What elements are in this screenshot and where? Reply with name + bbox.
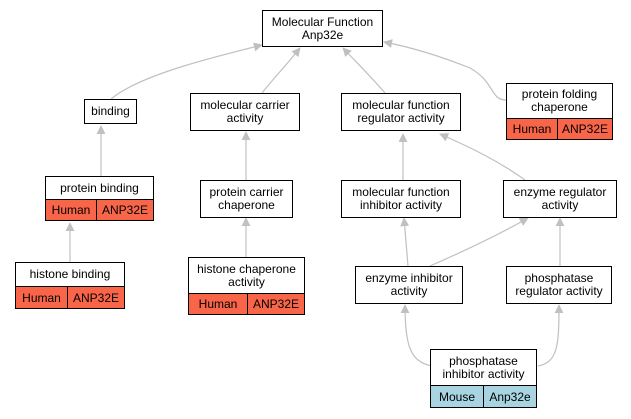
node-protein-binding[interactable]: protein binding	[45, 176, 154, 200]
node-molecular-function-regulator-activity[interactable]: molecular function regulator activity	[341, 93, 461, 131]
species-label: Human	[22, 290, 61, 305]
node-binding[interactable]: binding	[84, 99, 137, 124]
node-molecular-carrier-activity-label: molecular carrier activity	[200, 98, 290, 125]
edge-enzyme-inhibitor-to-mf-inhibitor	[400, 217, 410, 267]
species-label: Mouse	[438, 389, 476, 404]
edge-phosphatase-inhibitor-to-enzyme-inhibitor	[400, 304, 433, 367]
species-label: Human	[198, 297, 238, 311]
annotation-histone-chaperone-activity: Human ANP32E	[188, 293, 305, 315]
edge-carrier-to-root	[261, 47, 301, 94]
node-protein-carrier-chaperone[interactable]: protein carrier chaperone	[200, 180, 293, 218]
gene-label: ANP32E	[67, 287, 124, 308]
node-phosphatase-inhibitor-activity-label: phosphatase inhibitor activity	[442, 353, 525, 381]
node-molecular-function-inhibitor-activity[interactable]: molecular function inhibitor activity	[341, 180, 461, 218]
node-molecular-carrier-activity[interactable]: molecular carrier activity	[190, 93, 300, 131]
annotation-protein-folding-chaperone: Human ANP32E	[506, 118, 613, 140]
root-node-molecular-function[interactable]: Molecular Function Anp32e	[262, 10, 383, 47]
annotation-protein-binding: Human ANP32E	[45, 199, 154, 221]
edge-enzyme-regulator-to-regulator	[439, 133, 526, 181]
gene-label: Anp32e	[483, 386, 536, 407]
edge-phosphatase-inhibitor-to-phosphatase-regulator	[537, 304, 564, 367]
node-protein-binding-label: protein binding	[60, 180, 139, 195]
node-enzyme-inhibitor-activity-label: enzyme inhibitor activity	[365, 271, 453, 298]
edge-regulator-to-root	[342, 47, 386, 94]
node-protein-folding-chaperone-label: protein folding chaperone	[521, 87, 598, 114]
node-binding-label: binding	[91, 104, 130, 118]
gene-label: ANP32E	[96, 200, 153, 220]
node-phosphatase-regulator-activity-label: phosphatase regulator activity	[515, 271, 603, 298]
edge-folding-to-root	[383, 39, 507, 101]
node-phosphatase-inhibitor-activity[interactable]: phosphatase inhibitor activity	[430, 349, 537, 386]
species-label: Human	[51, 203, 91, 217]
node-enzyme-inhibitor-activity[interactable]: enzyme inhibitor activity	[355, 266, 463, 304]
annotation-phosphatase-inhibitor-activity: Mouse Anp32e	[430, 385, 537, 408]
edge-enzyme-inhibitor-to-enzyme-regulator	[429, 217, 529, 267]
node-histone-binding-label: histone binding	[29, 267, 111, 281]
node-histone-binding[interactable]: histone binding	[15, 262, 125, 287]
node-phosphatase-regulator-activity[interactable]: phosphatase regulator activity	[506, 266, 612, 304]
node-histone-chaperone-activity[interactable]: histone chaperone activity	[188, 257, 305, 294]
node-molecular-function-regulator-activity-label: molecular function regulator activity	[352, 98, 450, 125]
edge-binding-to-root	[110, 42, 263, 100]
node-enzyme-regulator-activity-label: enzyme regulator activity	[513, 185, 607, 212]
node-histone-chaperone-activity-label: histone chaperone activity	[197, 261, 296, 289]
root-title: Molecular Function	[271, 14, 374, 29]
node-enzyme-regulator-activity[interactable]: enzyme regulator activity	[503, 180, 617, 218]
species-label: Human	[512, 122, 552, 136]
root-gene: Anp32e	[301, 27, 344, 42]
node-protein-carrier-chaperone-label: protein carrier chaperone	[209, 185, 284, 212]
node-molecular-function-inhibitor-activity-label: molecular function inhibitor activity	[352, 185, 450, 212]
gene-label: ANP32E	[557, 119, 612, 139]
annotation-histone-binding: Human ANP32E	[15, 286, 125, 309]
node-protein-folding-chaperone[interactable]: protein folding chaperone	[506, 83, 613, 119]
gene-label: ANP32E	[247, 294, 304, 314]
